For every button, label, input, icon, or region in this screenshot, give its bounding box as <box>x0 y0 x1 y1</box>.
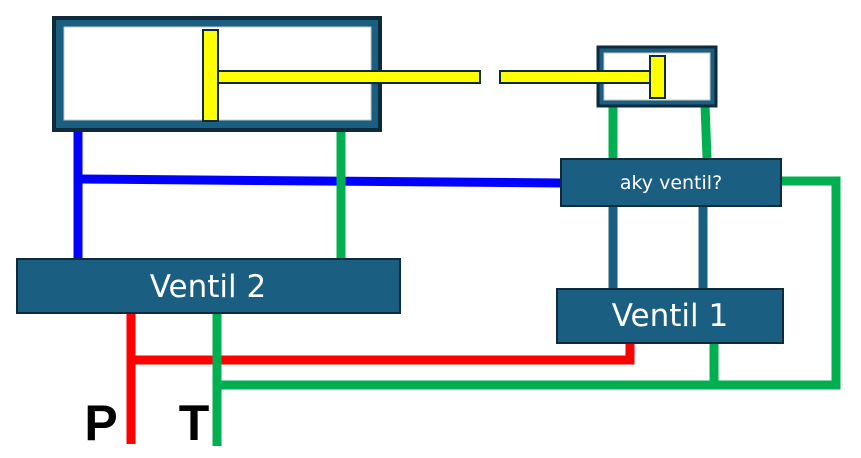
port-p-label: P <box>84 395 117 451</box>
tank-line-right-loop <box>216 176 841 390</box>
cylinder-small-rod <box>499 70 651 84</box>
valve-2-box <box>16 258 401 314</box>
cylinder-large-rod <box>217 70 481 84</box>
valve-2-label: Ventil 2 <box>150 269 266 305</box>
cylinder-small <box>499 45 718 108</box>
valve-1-label: Ventil 1 <box>612 298 728 334</box>
pressure-line-to-ventil1 <box>131 342 635 365</box>
port-t-label: T <box>179 395 210 451</box>
valve-1-box <box>556 288 784 344</box>
cylinder-small-piston <box>649 55 666 99</box>
valve-1: Ventil 1 <box>556 288 784 344</box>
valve-unknown: aky ventil? <box>560 158 782 207</box>
cylinder-large <box>52 16 481 132</box>
tank-line-small-right <box>700 104 712 159</box>
valve-2: Ventil 2 <box>16 258 401 314</box>
valve-unknown-label: aky ventil? <box>620 172 722 194</box>
pilot-line-horizontal <box>77 174 563 188</box>
valve-unknown-box <box>560 158 782 207</box>
cylinder-large-piston <box>202 29 219 122</box>
hydraulic-lines <box>73 104 841 446</box>
